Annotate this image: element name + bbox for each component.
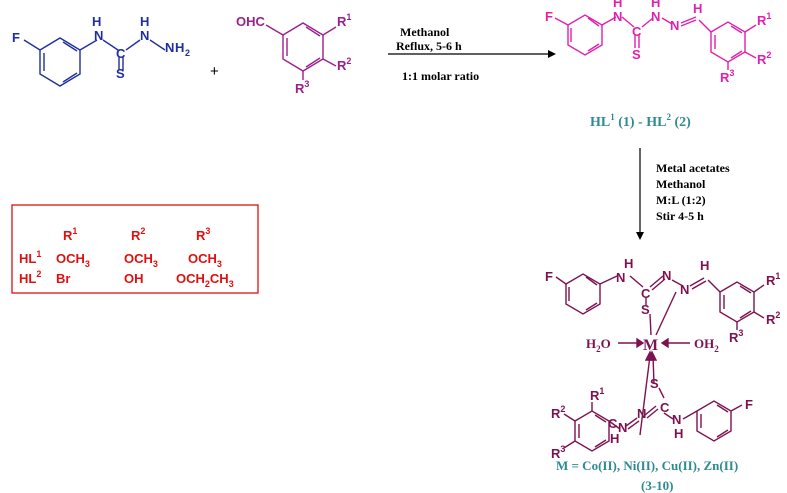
ligand-carbon: C [632,24,642,39]
r3-label: R3 [295,79,309,96]
step2-solvent: Methanol [656,177,706,191]
nh-h-label: H [92,14,101,29]
table-row1-r2: OCH3 [124,251,158,269]
reactant-aldehyde [265,22,337,80]
complex-structure [555,273,765,452]
ligand-sulfur: S [632,47,641,62]
nh-n-label: N [94,28,103,43]
step2-ratio: M:L (1:2) [656,193,706,207]
complex-ch-h-bottom: H [610,431,619,446]
reactant-aldehyde-labels: OHC R1 R2 R3 [236,12,351,96]
reactant-thiosemicarbazide-labels: F H N H N C S N H 2 [12,14,190,81]
water-right: OH2 [694,336,719,354]
complex-carbon-bottom: C [660,400,670,415]
complex-fluorine-bottom: F [745,397,753,412]
ligand-r3: R3 [720,68,734,85]
n2-h-label: H [140,14,149,29]
table-row2-r1: Br [56,271,70,286]
complex-sulfur-top: S [641,302,650,317]
table-row2-r3: OCH2CH3 [176,271,234,289]
complex-caption-metals: M = Co(II), Ni(II), Cu(II), Zn(II) [556,458,738,473]
step1-ratio: 1:1 molar ratio [402,69,479,83]
ligand-labels: F H N C S H N N H R1 R2 R3 [545,0,771,85]
complex-carbon-top: C [641,286,651,301]
ligand-nh-n: N [613,9,622,24]
nh2-n-label: N [165,40,174,55]
cho-label: OHC [236,14,266,29]
complex-r2-top: R2 [766,310,780,327]
complex-r1-bottom: R1 [590,386,604,403]
step2-arrow [636,148,644,240]
metal-center: M [643,337,658,354]
ligand-r2: R2 [757,50,771,67]
table-header-r1: R1 [63,226,77,243]
water-left: H2O [586,336,611,354]
ligand-fluorine: F [545,9,553,24]
step1-conditions: Reflux, 5-6 h [396,39,462,53]
ligand-nh-h: H [613,0,622,10]
table-row1-label: HL1 [19,249,41,266]
table-row1-r1: OCH3 [56,251,90,269]
complex-fluorine-top: F [545,269,553,284]
n2-n-label: N [140,28,149,43]
substituent-table: R1 R2 R3 HL1 OCH3 OCH3 OCH3 HL2 Br OH OC… [19,226,234,289]
fluorine-label: F [12,30,20,45]
table-header-r3: R3 [196,226,210,243]
complex-caption-numbers: (3-10) [641,478,674,493]
nh2-subscript: 2 [185,48,190,58]
step1-arrow [388,50,556,58]
complex-ch-h-top: H [700,258,709,273]
complex-nh-n-bottom: N [672,412,681,427]
complex-r1-top: R1 [766,271,780,288]
r1-label: R1 [337,12,351,29]
complex-n-bottom-a: N [637,406,646,421]
complex-r3-bottom: R3 [551,444,565,461]
ligand-structure [554,14,757,70]
table-header-r2: R2 [131,226,145,243]
step2-conditions: Stir 4-5 h [656,209,704,223]
ligand-ch-h: H [693,1,702,16]
ligand-n2-n: N [651,9,660,24]
complex-n-top-b: N [680,282,689,297]
ligand-n3: N [670,18,679,33]
reactant-thiosemicarbazide [23,37,166,87]
complex-nh-h-bottom: H [674,426,683,441]
table-row2-r2: OH [124,271,144,286]
complex-n-bottom-b: N [618,420,627,435]
ligand-n2-h: H [651,0,660,10]
r2-label: R2 [337,56,351,73]
step2-reagent: Metal acetates [656,161,730,175]
complex-labels: F H N C N N H S R1 R2 R3 M H2O OH2 S C N… [545,256,780,461]
complex-nh-n-top: N [616,270,625,285]
plus-sign: + [210,63,219,80]
table-row1-r3: OCH3 [188,251,222,269]
nh2-h-label: H [175,40,184,55]
ligand-r1: R1 [757,11,771,28]
ligand-caption: HL1 (1) - HL2 (2) [590,112,691,130]
step1-solvent: Methanol [400,25,450,39]
complex-nh-h-top: H [624,256,633,271]
complex-r3-top: R3 [729,328,743,345]
complex-sulfur-bottom: S [650,376,659,391]
sulfur-label: S [116,66,125,81]
complex-n-top-a: N [662,268,671,283]
carbon-label: C [116,46,126,61]
complex-ch-c-bottom: C [608,416,618,431]
substituent-table-border [11,204,259,294]
table-row2-label: HL2 [19,269,41,286]
complex-r2-bottom: R2 [551,404,565,421]
